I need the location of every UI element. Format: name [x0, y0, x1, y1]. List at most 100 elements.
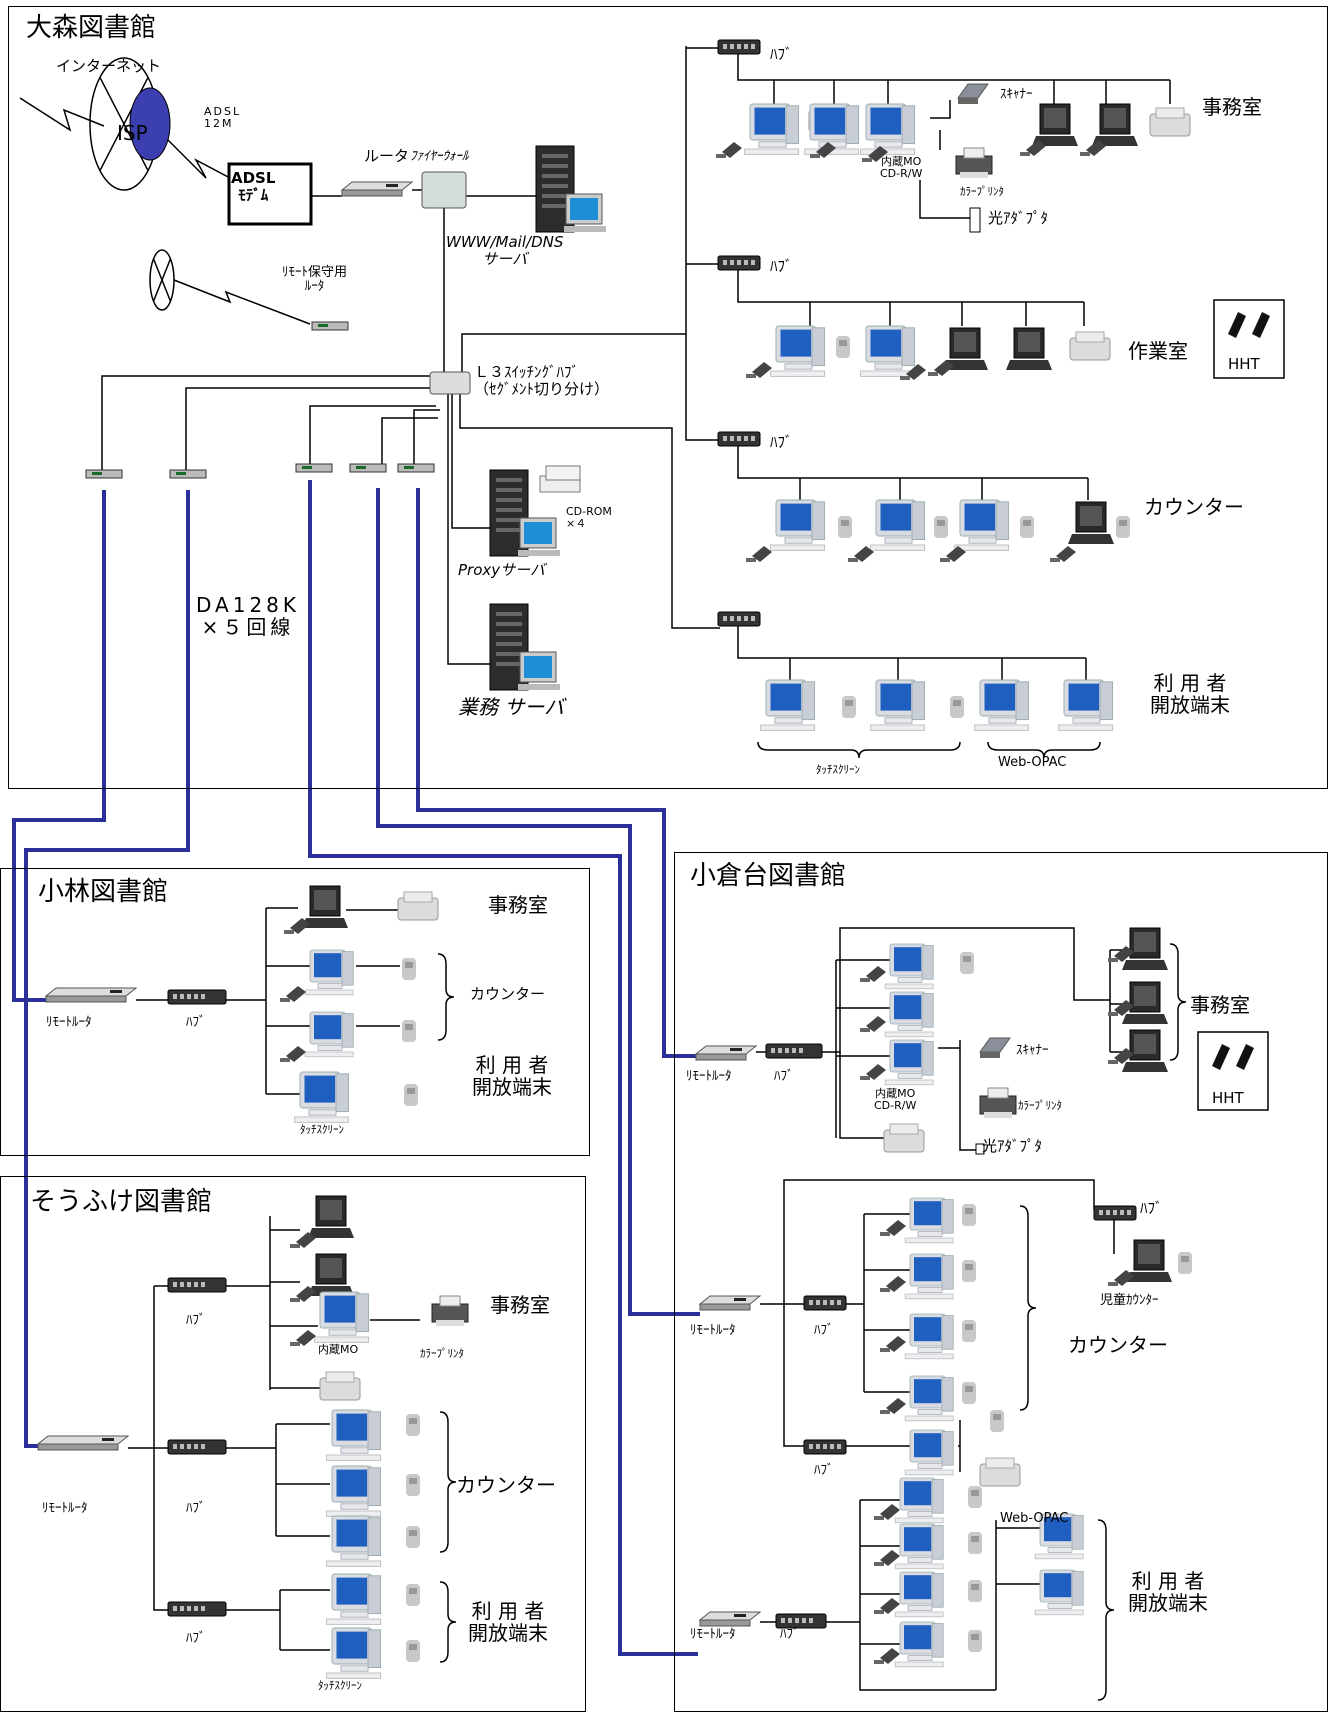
- lan-line: [101, 375, 430, 476]
- barcode-reader-icon: [880, 1276, 906, 1292]
- office-label-omori: 事務室: [1202, 95, 1262, 119]
- remote-router-label-soufuke: ﾘﾓｰﾄﾙｰﾀ: [42, 1501, 88, 1516]
- desktop-pc-icon: [894, 1571, 944, 1618]
- group-brace: [437, 953, 455, 1041]
- lan-line: [461, 333, 686, 376]
- public-terminal-label-kobayashi: 利 用 者 開放端末: [472, 1053, 552, 1099]
- router-icon: [295, 463, 333, 473]
- desktop-pc-icon: [770, 499, 826, 551]
- lan-line: [451, 394, 490, 529]
- barcode-reader-icon: [900, 364, 926, 380]
- isp-icon: [129, 87, 171, 161]
- proxy-server-label: Proxyサーバ: [458, 561, 545, 579]
- barcode-reader-icon: [284, 918, 310, 934]
- terminal-icon: [1032, 103, 1078, 146]
- desktop-pc-icon: [884, 1039, 934, 1086]
- lan-line: [919, 180, 970, 219]
- hub-label-ogura-4: ﾊﾌﾞ: [814, 1463, 834, 1478]
- lan-line: [839, 1052, 884, 1139]
- barcode-reader-icon: [1020, 140, 1046, 156]
- desktop-pc-icon: [304, 1011, 354, 1058]
- lan-line: [783, 1179, 1095, 1304]
- lan-line: [959, 1104, 976, 1151]
- omori-title: 大森図書館: [26, 13, 157, 43]
- terminal-icon: [308, 1195, 354, 1238]
- receipt-printer-icon: [402, 1020, 416, 1042]
- desktop-pc-icon: [1034, 1513, 1084, 1560]
- router-icon: [694, 1045, 758, 1061]
- desktop-pc-icon: [884, 943, 934, 990]
- desktop-pc-icon: [326, 1465, 382, 1517]
- terminal-icon: [308, 1253, 354, 1296]
- wan-lines: [12, 480, 700, 1656]
- desktop-pc-icon: [894, 1621, 944, 1668]
- barcode-reader-icon: [880, 1220, 906, 1236]
- receipt-printer-icon: [968, 1486, 982, 1508]
- office-label-kobayashi: 事務室: [488, 893, 548, 917]
- receipt-printer-icon: [404, 1084, 418, 1106]
- barcode-reader-icon: [860, 966, 886, 982]
- l3-switch-icon: [429, 371, 471, 395]
- group-brace: [1019, 1205, 1037, 1411]
- lan-line: [447, 394, 490, 665]
- terminal-icon: [302, 885, 348, 928]
- lan-line: [309, 405, 436, 466]
- builtin-mo-label-soufuke: 内蔵MO: [318, 1343, 359, 1356]
- barcode-reader-icon: [862, 146, 888, 162]
- desktop-pc-icon: [894, 1523, 944, 1570]
- hub-icon: [167, 1601, 227, 1617]
- l3-switch-label: Ｌ３ｽｲｯﾁﾝｸﾞﾊﾌﾞ （ｾｸﾞﾒﾝﾄ切り分け）: [474, 363, 610, 398]
- receipt-printer-icon: [962, 1320, 976, 1342]
- color-printer-icon: [955, 147, 993, 178]
- adsl-modem-box: [227, 162, 313, 226]
- hub-label-soufuke-1: ﾊﾌﾞ: [186, 1313, 206, 1328]
- group-brace: [987, 741, 1101, 759]
- wireless-link-icon: [173, 279, 311, 325]
- barcode-reader-icon: [874, 1598, 900, 1614]
- builtin-mo-cdrw-label-ogura: 内蔵MO CD-R/W: [874, 1087, 917, 1113]
- desktop-pc-icon: [804, 103, 860, 155]
- hub-label-ogura-2: ﾊﾌﾞ: [1140, 1199, 1163, 1217]
- terminal-icon: [1006, 327, 1052, 370]
- receipt-printer-icon: [838, 516, 852, 538]
- desktop-pc-icon: [904, 1253, 954, 1300]
- da128k-label: DA128K ×５回線: [196, 593, 301, 639]
- children-counter-label: 児童ｶｳﾝﾀｰ: [1100, 1293, 1159, 1308]
- router-label: ルータ: [364, 147, 410, 165]
- barcode-reader-icon: [874, 1550, 900, 1566]
- barcode-reader-icon: [280, 986, 306, 1002]
- barcode-reader-icon: [290, 1330, 316, 1346]
- desktop-pc-icon: [294, 1071, 350, 1123]
- receipt-printer-icon: [990, 1410, 1004, 1432]
- receipt-printer-icon: [960, 952, 974, 974]
- receipt-printer-icon: [1178, 1252, 1192, 1274]
- terminal-icon: [1122, 981, 1168, 1024]
- lan-line: [185, 387, 434, 476]
- receipt-printer-icon: [1116, 516, 1130, 538]
- barcode-reader-icon: [874, 1504, 900, 1520]
- hub-icon: [717, 431, 761, 447]
- lan-line: [737, 54, 1170, 81]
- receipt-printer-icon: [962, 1204, 976, 1226]
- soufuke-title: そうふけ図書館: [30, 1187, 213, 1217]
- scanner-label-ogura: ｽｷｬﾅｰ: [1016, 1043, 1049, 1058]
- desktop-pc-icon: [326, 1515, 382, 1567]
- hht-device-icon: [1197, 1031, 1269, 1111]
- counter-label-ogura: カウンター: [1068, 1333, 1168, 1357]
- desktop-pc-icon: [894, 1477, 944, 1524]
- router-icon: [698, 1295, 762, 1311]
- desktop-pc-icon: [870, 679, 926, 731]
- barcode-reader-icon: [848, 546, 874, 562]
- hht-label-omori: HHT: [1228, 355, 1260, 373]
- desktop-pc-icon: [904, 1197, 954, 1244]
- workroom-label: 作業室: [1128, 339, 1188, 363]
- wan-line: [24, 490, 190, 1000]
- kobayashi-site-box: [0, 868, 590, 1156]
- lan-line: [381, 417, 438, 466]
- scanner-icon: [979, 1037, 1011, 1058]
- barcode-reader-icon: [880, 1398, 906, 1414]
- printer-icon: [397, 891, 439, 921]
- scanner-icon: [957, 83, 989, 104]
- desktop-pc-icon: [760, 679, 816, 731]
